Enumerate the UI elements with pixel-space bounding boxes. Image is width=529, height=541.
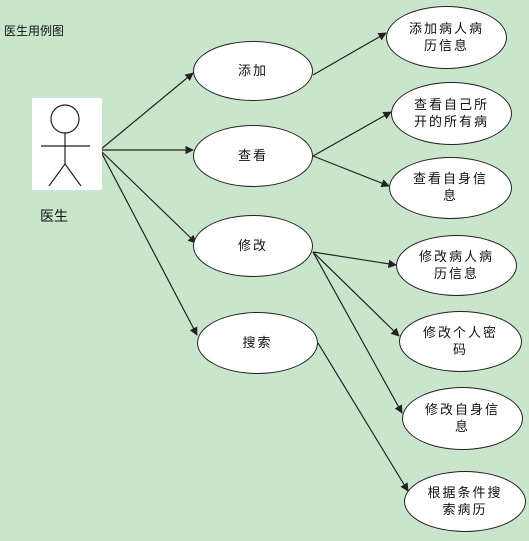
sub-case-modify-record: 修改病人病历信息 (396, 235, 517, 296)
sub-case-add-record: 添加病人病历信息 (386, 6, 507, 69)
arrow-search-records (317, 342, 409, 492)
arrow-actor-add (99, 72, 194, 151)
sub-case-search-records: 根据条件搜索病历 (404, 471, 526, 532)
arrow-actor-modify (99, 149, 197, 244)
diagram-title: 医生用例图 (4, 24, 65, 38)
arrow-modify-password (312, 251, 400, 337)
actor-label: 医生 (40, 209, 68, 225)
use-case-modify: 修改 (193, 215, 313, 277)
arrow-view-self-info (312, 155, 390, 188)
sub-case-modify-password: 修改个人密码 (399, 311, 522, 372)
stick-figure-icon (41, 104, 90, 187)
sub-case-view-prescriptions: 查看自己所开的所有病 (391, 82, 512, 145)
actor-figure (32, 98, 102, 190)
arrow-view-prescriptions (312, 111, 392, 157)
use-case-add: 添加 (193, 41, 313, 101)
use-case-search: 搜索 (197, 312, 318, 374)
use-case-view: 查看 (193, 125, 313, 187)
sub-case-modify-self-info: 修改自身信息 (402, 387, 523, 450)
arrow-modify-self-info (312, 251, 403, 414)
sub-case-view-self-info: 查看自身信息 (389, 157, 512, 219)
arrow-actor-search (99, 149, 198, 336)
arrow-add-record (312, 32, 387, 76)
arrow-modify-record (312, 251, 397, 268)
